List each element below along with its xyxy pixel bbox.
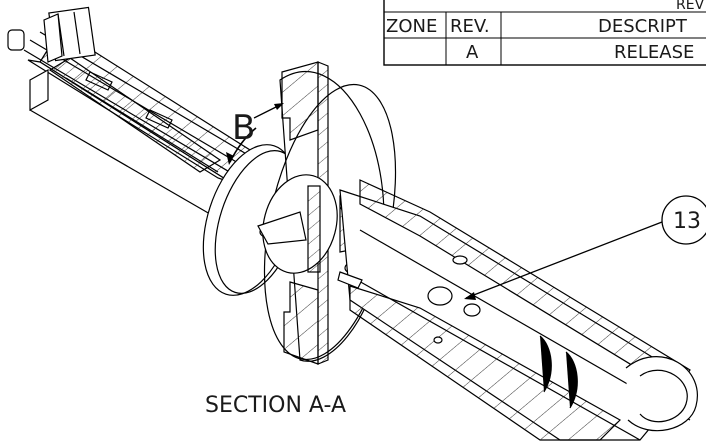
detail-label-b: B <box>232 108 255 148</box>
revision-table: REV ZONE REV. DESCRIPT A RELEASE <box>383 0 706 66</box>
header-description: DESCRIPT <box>598 16 688 37</box>
row-rev: A <box>466 42 479 63</box>
row-description: RELEASE <box>614 42 694 63</box>
revision-table-title: REV <box>676 0 705 13</box>
handle-knob <box>7 6 96 63</box>
header-rev: REV. <box>450 16 490 37</box>
section-label: SECTION A-A <box>205 393 346 418</box>
balloon-number: 13 <box>673 209 701 234</box>
header-zone: ZONE <box>386 16 437 37</box>
balloon-13: 13 <box>464 195 706 300</box>
lower-tube <box>337 179 698 441</box>
detail-callout-b: B <box>226 103 284 165</box>
